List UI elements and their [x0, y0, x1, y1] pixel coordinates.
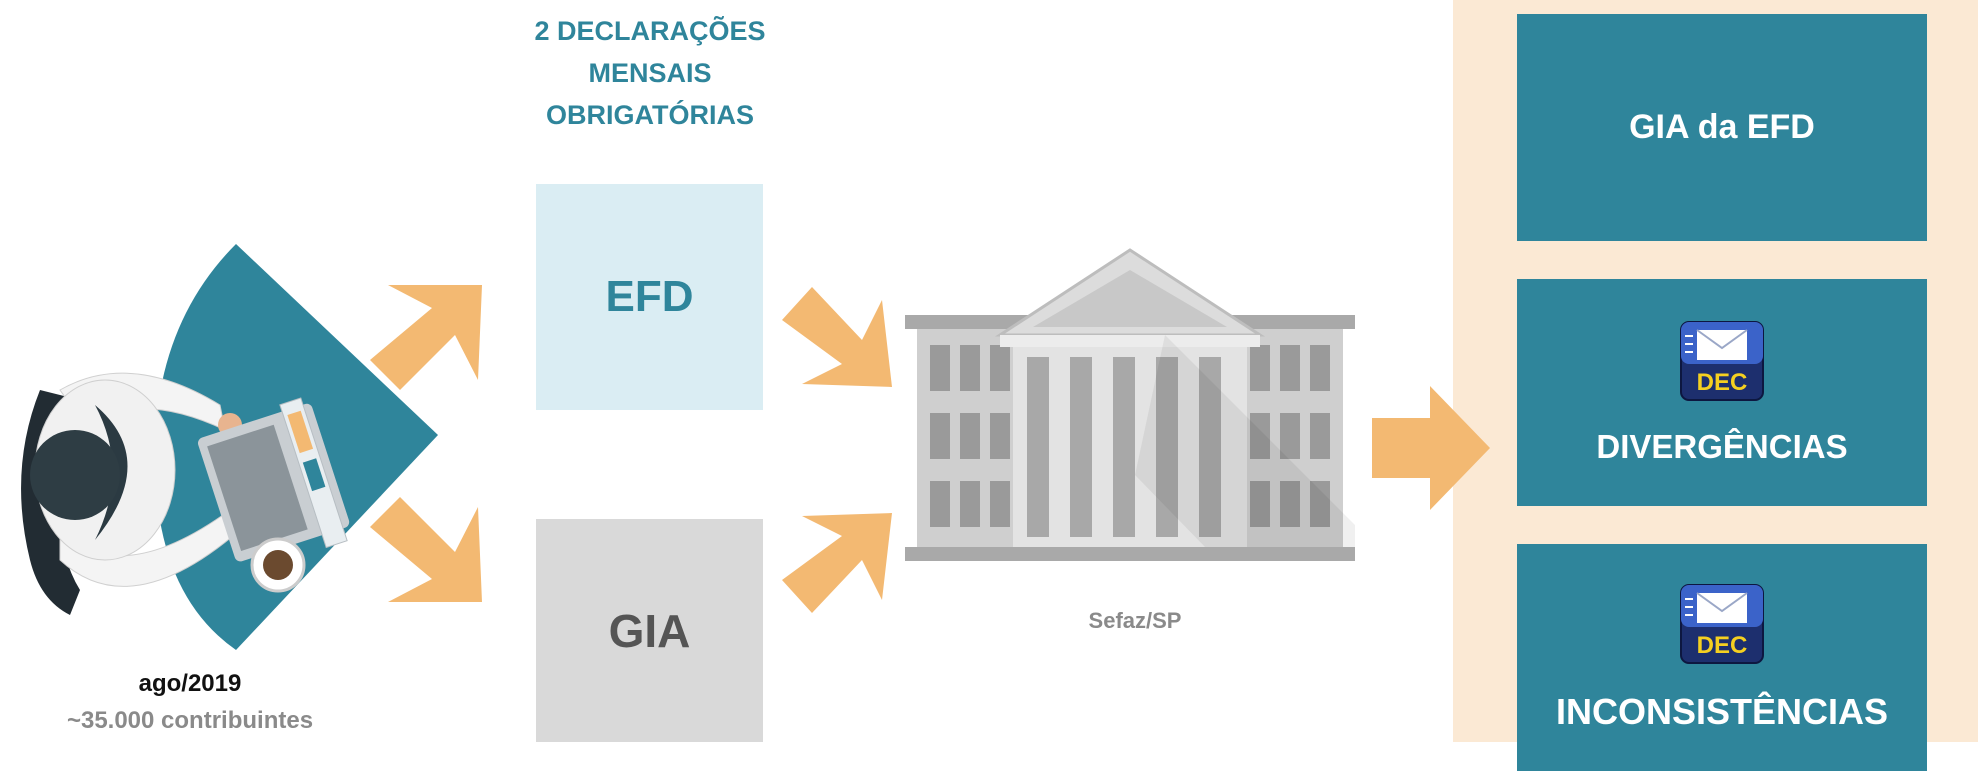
card-gia-efd-label: GIA da EFD	[1629, 108, 1815, 146]
dec-label: DEC	[1697, 369, 1748, 396]
gia-box: GIA	[536, 519, 763, 742]
card-inconsistencias-label: INCONSISTÊNCIAS	[1555, 690, 1889, 732]
taxpayer-date: ago/2019	[138, 670, 242, 697]
taxpayer-count: ~35.000 contribuintes	[66, 707, 314, 734]
government-building-icon	[905, 248, 1355, 561]
efd-box: EFD	[536, 184, 763, 410]
building-label: Sefaz/SP	[1088, 608, 1182, 633]
person-at-laptop-illustration	[21, 244, 438, 650]
dec-label: DEC	[1697, 632, 1748, 659]
card-divergencias-label: DIVERGÊNCIAS	[1596, 427, 1848, 465]
arrow-icon	[782, 513, 892, 613]
arrow-icon	[370, 497, 482, 602]
card-inconsistencias: DEC INCONSISTÊNCIAS	[1517, 544, 1927, 771]
dec-mail-icon: DEC	[1680, 583, 1764, 664]
card-gia-efd: GIA da EFD	[1517, 14, 1927, 241]
dec-mail-icon: DEC	[1680, 320, 1764, 401]
arrow-icon	[782, 287, 892, 387]
arrow-icon	[370, 285, 482, 390]
card-divergencias: DEC DIVERGÊNCIAS	[1517, 279, 1927, 506]
arrow-icon	[1372, 386, 1490, 510]
diagram-heading: 2 DECLARAÇÕES MENSAIS OBRIGATÓRIAS	[534, 16, 766, 130]
